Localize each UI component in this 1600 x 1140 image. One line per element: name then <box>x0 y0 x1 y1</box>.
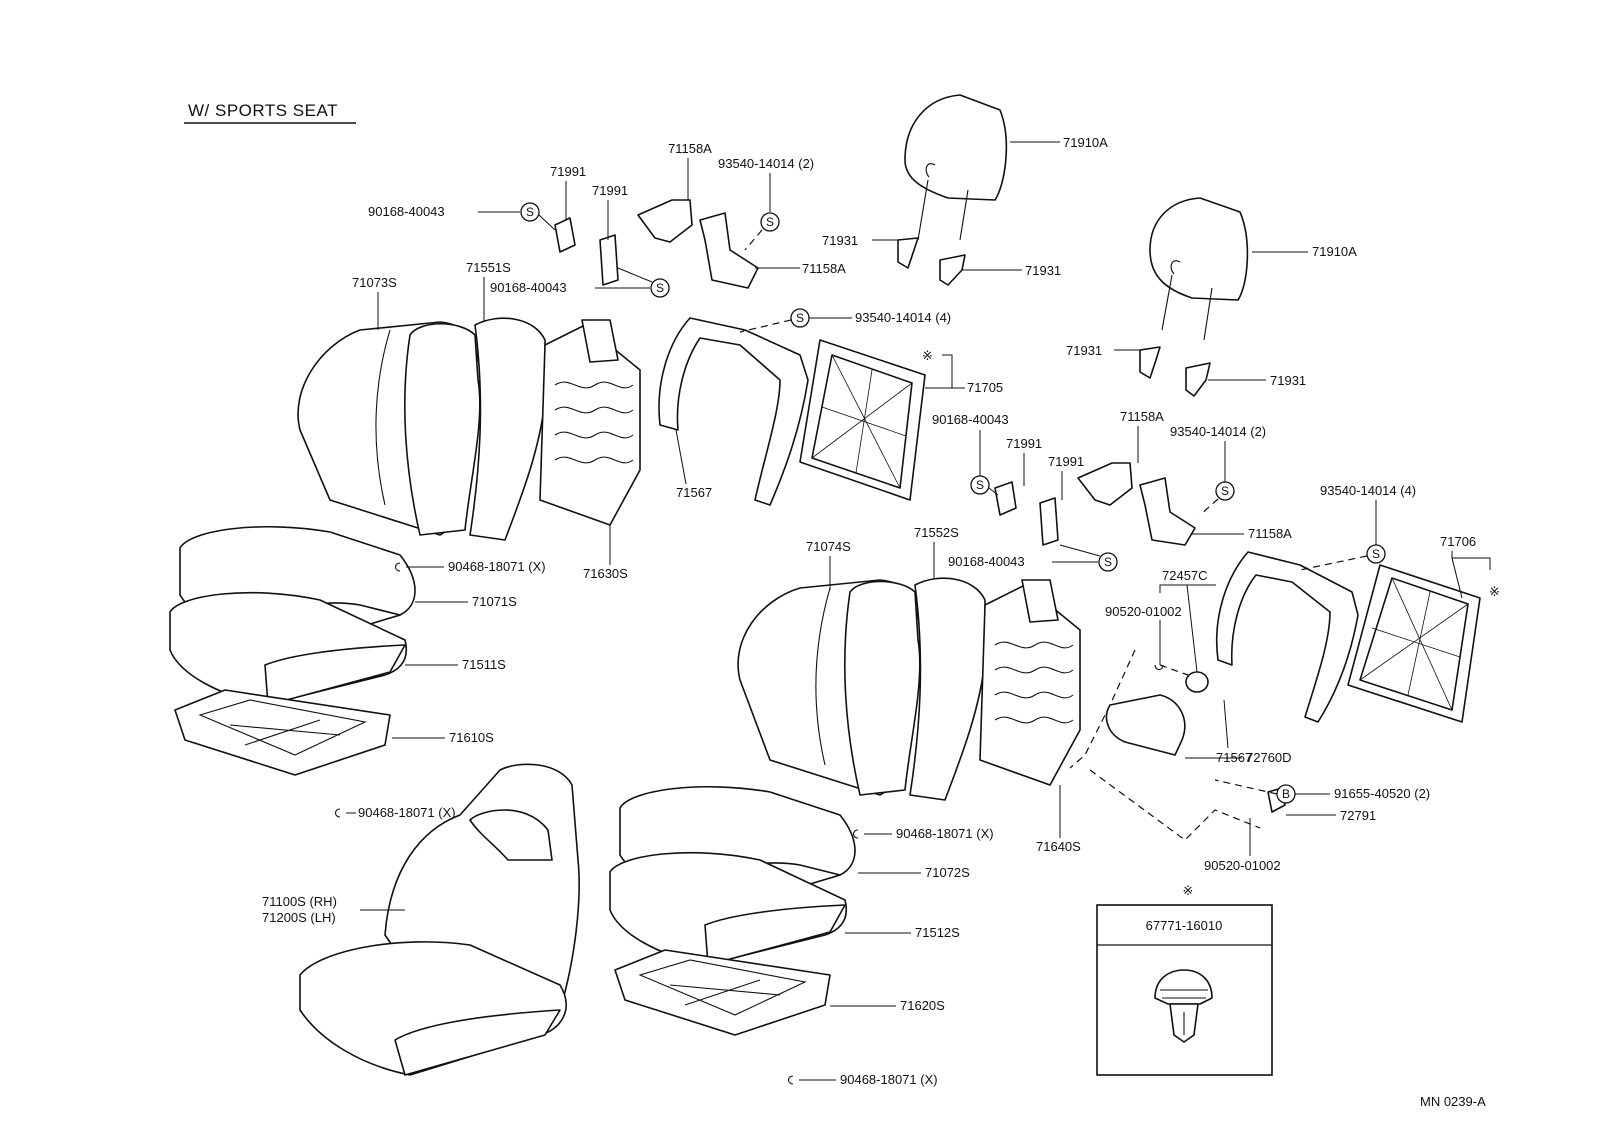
hinge-71158a-upper-a <box>637 199 693 243</box>
label-71620s: 71620S <box>900 998 945 1013</box>
seat-cushion-frame-71620s <box>614 949 831 1036</box>
symbol-s-5: S <box>976 478 984 492</box>
headrest-71910a-left <box>904 94 1008 241</box>
label-90168-a: 90168-40043 <box>368 204 445 219</box>
note-symbol-71706: ※ <box>1489 584 1500 599</box>
label-93540-a: 93540-14014 (2) <box>718 156 814 171</box>
seat-cushion-frame-71610s <box>174 689 391 776</box>
label-71071s: 71071S <box>472 594 517 609</box>
label-90468-d: 90468-18071 (X) <box>840 1072 938 1087</box>
headrest-guide-71931-a <box>897 237 919 269</box>
label-71991-b: 71991 <box>592 183 628 198</box>
label-71630s: 71630S <box>583 566 628 581</box>
label-91655: 91655-40520 (2) <box>1334 786 1430 801</box>
label-71931-b: 71931 <box>1025 263 1061 278</box>
label-71991-a: 71991 <box>550 164 586 179</box>
label-71552s: 71552S <box>914 525 959 540</box>
hinge-71158a-lower-b <box>1139 477 1196 546</box>
clip-icon <box>1154 969 1213 1043</box>
label-71511s: 71511S <box>462 657 506 672</box>
symbol-s-1: S <box>526 205 534 219</box>
label-71991-d: 71991 <box>1048 454 1084 469</box>
label-71072s: 71072S <box>925 865 970 880</box>
label-72791: 72791 <box>1340 808 1376 823</box>
headrest-71910a-right <box>1149 197 1249 341</box>
label-71640s: 71640S <box>1036 839 1081 854</box>
symbol-s-3: S <box>766 215 774 229</box>
seat-cushion-pad-71512s <box>609 851 847 966</box>
seatback-spring-frame-71630s <box>539 319 641 526</box>
label-90168-b: 90168-40043 <box>490 280 567 295</box>
label-93540-b: 93540-14014 (4) <box>855 310 951 325</box>
diagram-title: W/ SPORTS SEAT <box>188 101 338 120</box>
label-71705: 71705 <box>967 380 1003 395</box>
label-72457c: 72457C <box>1162 568 1208 583</box>
symbol-s-2: S <box>656 281 664 295</box>
label-71931-d: 71931 <box>1270 373 1306 388</box>
label-72760d: 72760D <box>1246 750 1292 765</box>
label-71158a-4: 71158A <box>1248 526 1292 541</box>
seat-cushion-pad-71511s <box>169 591 407 706</box>
bracket-71991-b <box>599 234 619 286</box>
label-71512s: 71512S <box>915 925 960 940</box>
bracket-71991-a <box>554 217 576 253</box>
note-symbol-inset: ※ <box>1183 883 1194 898</box>
back-board-frame-71567 <box>658 317 809 506</box>
label-71910a-2: 71910A <box>1312 244 1357 259</box>
label-71931-a: 71931 <box>822 233 858 248</box>
symbol-s-6: S <box>1221 484 1229 498</box>
knob-72457c <box>1185 671 1209 693</box>
label-93540-c: 93540-14014 (2) <box>1170 424 1266 439</box>
label-90468-a: 90468-18071 (X) <box>448 559 546 574</box>
hinge-71158a-lower-a <box>1077 462 1133 506</box>
symbol-b-1: B <box>1282 787 1290 801</box>
inset-part-number: 67771-16010 <box>1146 918 1223 933</box>
note-symbol-71705: ※ <box>922 348 933 363</box>
seatback-board-71706 <box>1347 564 1481 723</box>
label-71073s: 71073S <box>352 275 397 290</box>
seatback-spring-frame-71640s <box>979 579 1081 786</box>
symbol-s-4: S <box>796 311 804 325</box>
label-90168-c: 90168-40043 <box>932 412 1009 427</box>
label-90520-b: 90520-01002 <box>1204 858 1281 873</box>
label-71551s: 71551S <box>466 260 511 275</box>
seatback-pad-71551s <box>404 317 546 541</box>
seat-assembly-71100s <box>299 763 580 1076</box>
label-71158a-1: 71158A <box>668 141 712 156</box>
label-71931-c: 71931 <box>1066 343 1102 358</box>
label-71706: 71706 <box>1440 534 1476 549</box>
headrest-guide-71931-d <box>1185 362 1211 397</box>
diagram-code: MN 0239-A <box>1420 1094 1486 1109</box>
inset-clip-box: ※ 67771-16010 <box>1096 883 1273 1076</box>
seatback-pad-71552s <box>844 577 986 801</box>
headrest-guide-71931-b <box>939 254 966 286</box>
symbol-s-8: S <box>1104 555 1112 569</box>
label-71158a-2: 71158A <box>802 261 846 276</box>
label-71100s: 71100S (RH) <box>262 894 337 909</box>
label-71158a-3: 71158A <box>1120 409 1164 424</box>
seatback-board-71705 <box>799 339 926 501</box>
label-71567-a: 71567 <box>676 485 712 500</box>
bracket-71991-c <box>994 481 1017 516</box>
label-71910a-1: 71910A <box>1063 135 1108 150</box>
hinge-71158a-upper-b <box>699 212 759 289</box>
label-71074s: 71074S <box>806 539 851 554</box>
bracket-71991-d <box>1039 497 1059 546</box>
label-71610s: 71610S <box>449 730 494 745</box>
symbol-s-7: S <box>1372 547 1380 561</box>
label-71991-c: 71991 <box>1006 436 1042 451</box>
label-90520-a: 90520-01002 <box>1105 604 1182 619</box>
label-90168-d: 90168-40043 <box>948 554 1025 569</box>
label-93540-d: 93540-14014 (4) <box>1320 483 1416 498</box>
back-board-frame-71567-right <box>1216 551 1359 723</box>
headrest-guide-71931-c <box>1139 346 1161 379</box>
recliner-cover-72760d <box>1105 694 1186 756</box>
label-71200s: 71200S (LH) <box>262 910 336 925</box>
label-90468-b: 90468-18071 (X) <box>358 805 456 820</box>
label-90468-c: 90468-18071 (X) <box>896 826 994 841</box>
